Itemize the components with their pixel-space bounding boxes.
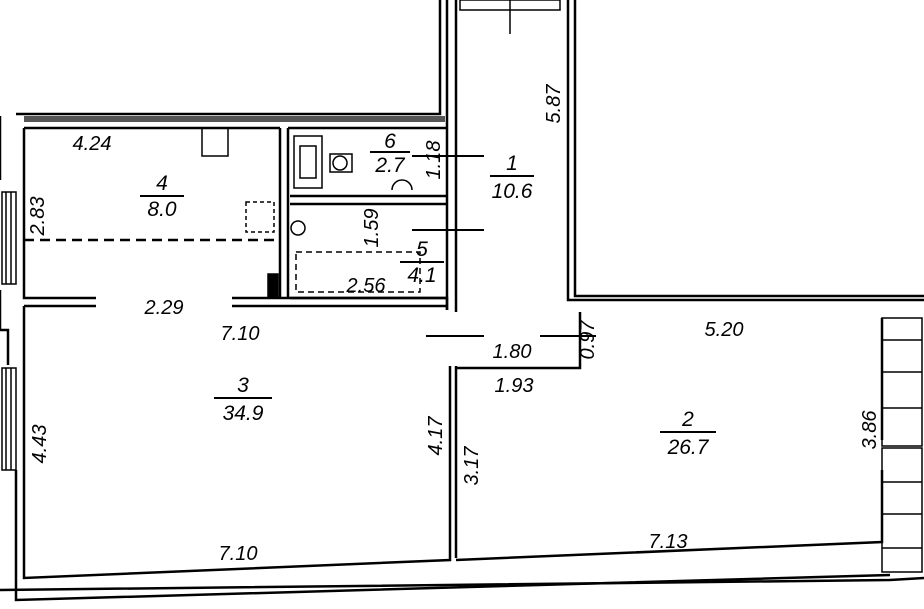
dim-corridor-opening: 1.80 [493,341,532,363]
room1-area: 10.6 [492,180,533,203]
leader-lines [412,155,596,337]
dim-bed-top-width: 5.20 [705,319,744,341]
dim-corridor-height: 5.87 [543,84,565,124]
dim-living-top-width: 7.10 [221,323,260,345]
room1-number: 1 [506,152,518,175]
dim-bed-top-left: 1.93 [495,375,534,397]
dim-room6-height: 1.18 [423,141,445,180]
dim-room4-width: 4.24 [73,133,112,155]
window-marks [1,0,923,573]
room6-area: 2.7 [374,154,406,177]
room3-number: 3 [237,374,249,397]
dimension-labels: 5.87 1.18 4.24 2.83 1.59 2.56 2.29 7.10 … [27,84,881,565]
room2-area: 26.7 [667,436,710,459]
room4-area: 8.0 [147,198,177,221]
dim-living-bottom-width: 7.10 [219,543,258,565]
dim-bed-bottom-width: 7.13 [649,531,688,553]
dim-room5-height: 1.59 [361,209,383,248]
dim-bed-left-height: 3.17 [461,446,483,486]
room6-number: 6 [384,130,396,153]
dim-room4-height: 2.83 [27,197,49,237]
dim-corridor-step: 0.97 [577,320,599,360]
room2-number: 2 [681,408,694,431]
room3-area: 34.9 [223,402,264,425]
dim-living-right-height: 4.17 [425,416,447,456]
room5-area: 4.1 [407,264,436,287]
dashed-lines [24,201,421,293]
room-labels: 1 10.6 2 26.7 3 34.9 4 8.0 5 4.1 6 2.7 [140,130,716,459]
dim-living-left-height: 4.43 [29,425,51,464]
dim-opening-width: 2.29 [144,297,184,319]
room4-number: 4 [156,172,168,195]
fixtures [201,127,413,299]
room5-number: 5 [416,238,428,261]
dim-room5-width: 2.56 [346,275,387,297]
dim-bed-right-height: 3.86 [859,410,881,450]
